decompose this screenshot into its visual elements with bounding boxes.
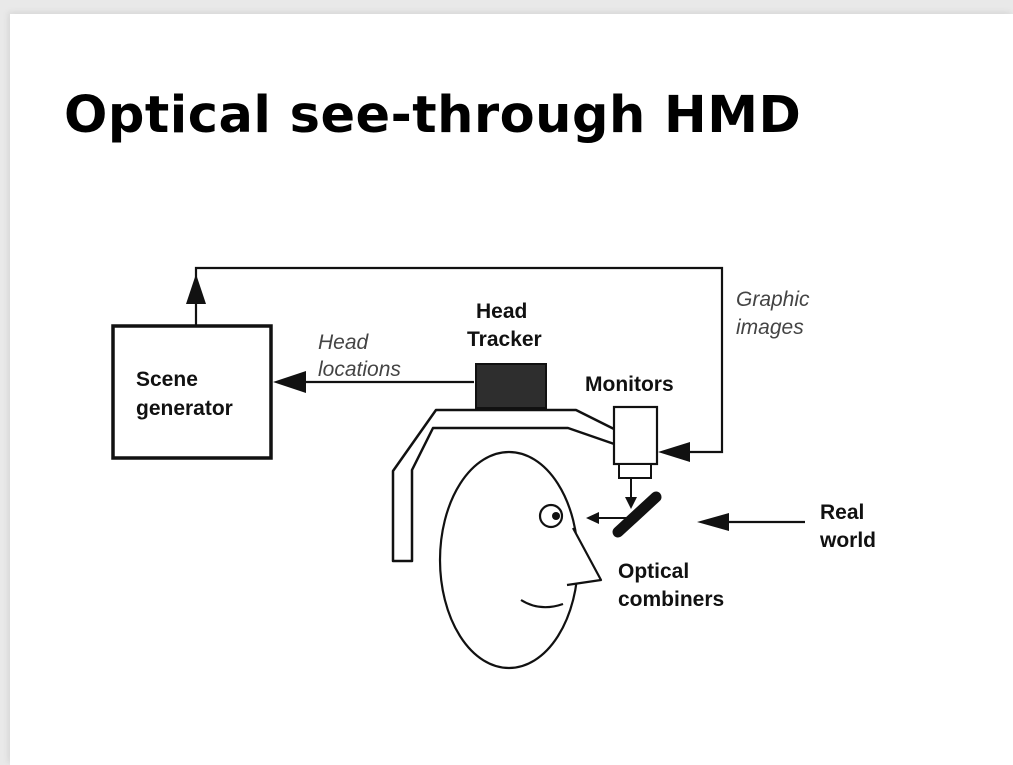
- head-locations-label: Head locations: [318, 331, 401, 381]
- monitor-housing: [612, 405, 659, 466]
- real-world-arrowhead: [697, 513, 729, 531]
- real-world-label: Real world: [819, 501, 876, 552]
- optical-combiner: [612, 491, 662, 538]
- head-locations-arrowhead: [273, 371, 306, 393]
- nose: [566, 527, 603, 587]
- monitor-light-arrowhead: [625, 497, 637, 509]
- graphic-images-arrowhead: [658, 442, 690, 462]
- loop-up-arrowhead: [186, 274, 206, 304]
- head-outline: [438, 450, 580, 670]
- eye: [538, 503, 564, 529]
- scene-generator-box: [111, 324, 273, 460]
- head-tracker-label: Head Tracker: [467, 300, 542, 351]
- slide-title: Optical see-through HMD: [64, 86, 802, 145]
- to-eye-arrowhead: [586, 512, 599, 524]
- mouth: [520, 599, 564, 609]
- scene-generator-label: Scene generator: [136, 368, 233, 420]
- head-tracker-block: [475, 363, 547, 409]
- eye-pupil: [552, 512, 560, 520]
- graphic-images-label: Graphic images: [736, 288, 815, 339]
- monitors-label: Monitors: [585, 373, 674, 396]
- monitor-lens: [618, 463, 652, 479]
- optical-combiners-label: Optical combiners: [618, 560, 724, 611]
